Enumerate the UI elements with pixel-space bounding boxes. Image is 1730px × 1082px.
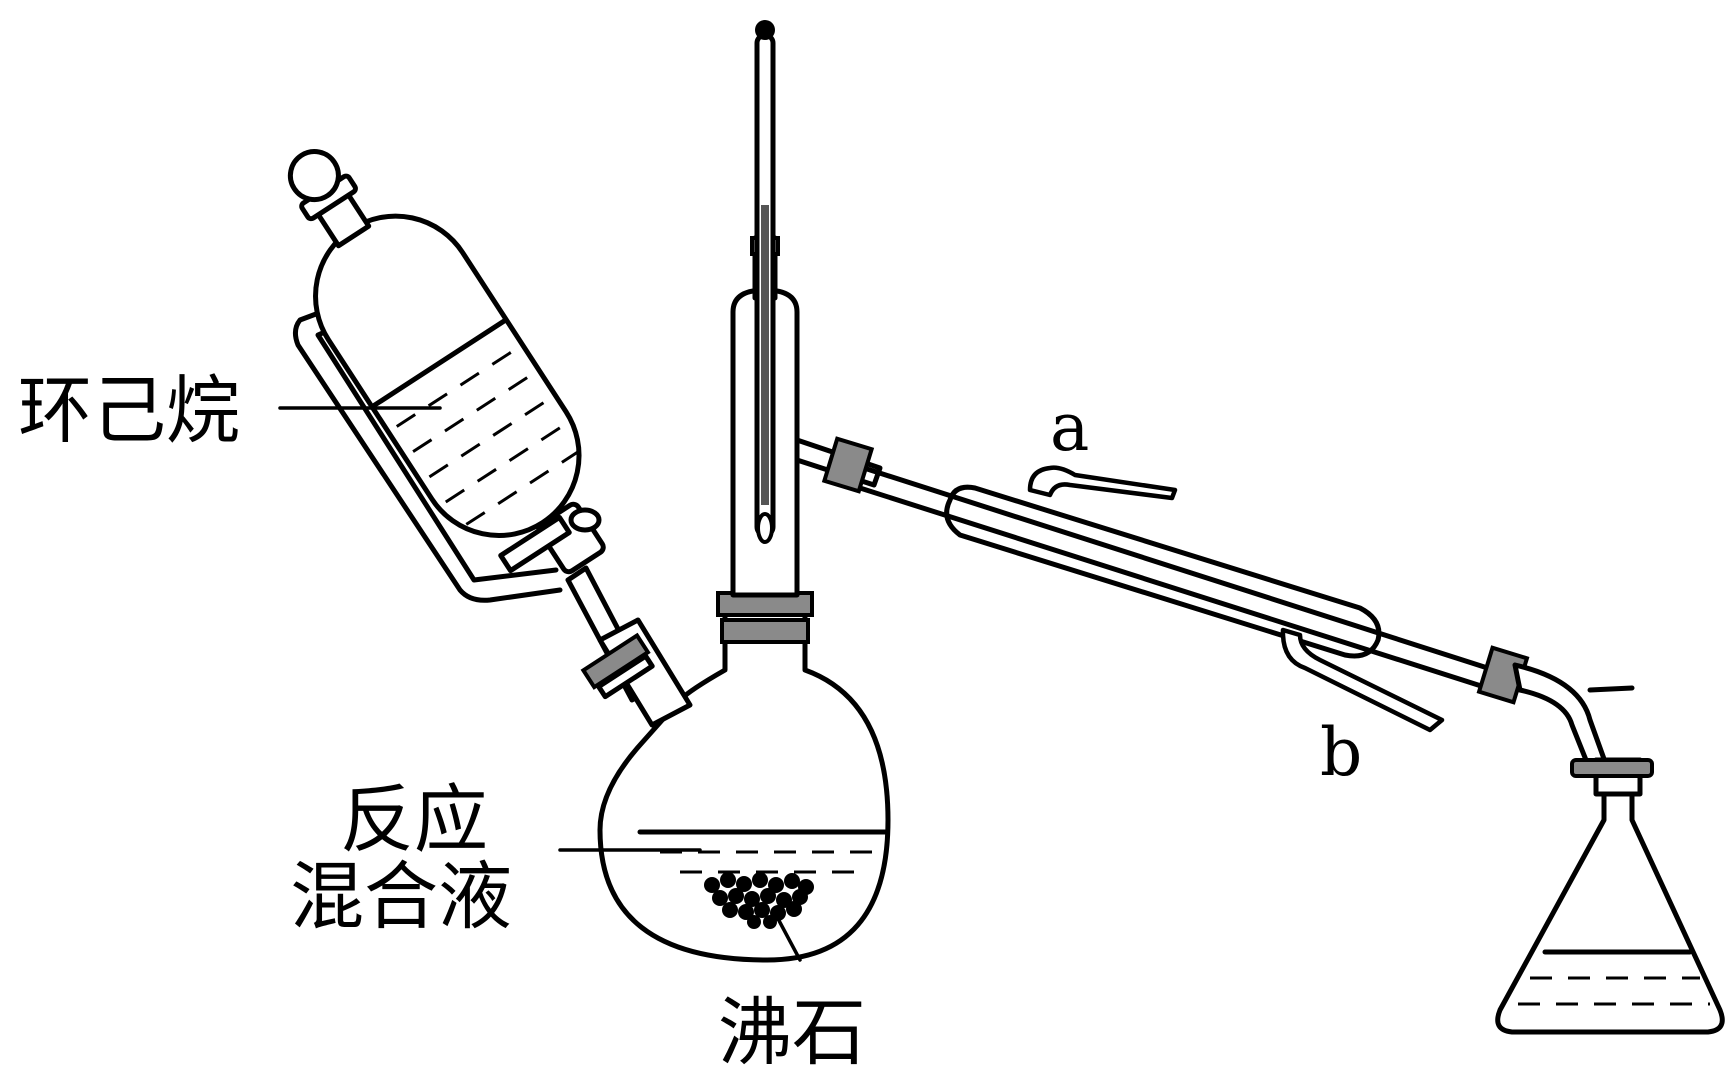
funnel-stopcock [498,501,606,575]
label-boiling-chips: 沸石 [718,990,866,1076]
erlenmeyer-stopper [1570,758,1654,778]
label-reaction-mixture-line1: 反应 [340,777,488,863]
thermometer-mercury-column [761,205,769,505]
label-cyclohexane: 环己烷 [18,368,240,454]
thermometer [754,20,776,544]
flask-side-neck-stopper [580,632,655,700]
funnel-side-arm [292,302,563,603]
label-port-a: a [1050,389,1089,466]
funnel-neck [287,149,372,249]
condenser-inlet-stopper [821,436,875,494]
adapter-bend [1512,662,1611,773]
leader-boiling-chips [774,913,802,962]
funnel-stopper-knob [287,149,341,203]
round-bottom-flask [580,591,891,963]
erlenmeyer-body [1495,787,1725,1035]
funnel-liquid [371,318,581,526]
water-outlet-b [1280,627,1445,733]
dropping-funnel [287,149,653,703]
thermometer-top [755,20,775,40]
label-reaction-mixture-line2: 混合液 [290,854,512,940]
water-inlet-a [1027,465,1178,501]
label-port-b: b [1320,714,1362,791]
receiving-flask [1495,757,1725,1035]
boiling-chips [704,872,814,929]
condenser [821,436,1635,773]
